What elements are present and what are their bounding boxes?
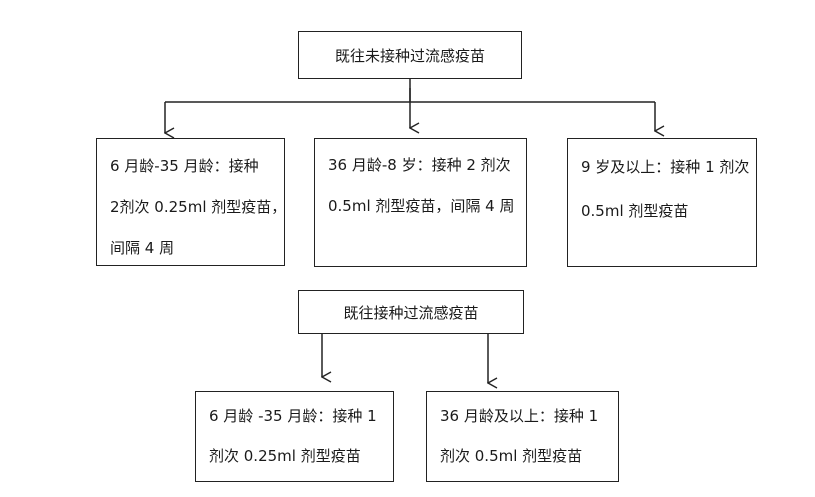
unvaccinated-title-box: 既往未接种过流感疫苗: [298, 31, 522, 79]
unvaccinated-6-35-months-line-3: 间隔 4 周: [110, 239, 175, 257]
unvaccinated-9-years-plus-line-2: 0.5ml 剂型疫苗: [581, 202, 689, 220]
vaccinated-title-box: 既往接种过流感疫苗: [298, 290, 524, 334]
vaccinated-36-months-plus-box: 36 月龄及以上：接种 1 剂次 0.5ml 剂型疫苗: [426, 391, 619, 482]
vaccinated-36-months-plus-line-1: 36 月龄及以上：接种 1: [440, 407, 599, 425]
unvaccinated-6-35-months-box: 6 月龄-35 月龄：接种 2剂次 0.25ml 剂型疫苗， 间隔 4 周: [96, 138, 287, 266]
vaccinated-6-35-months-line-1: 6 月龄 -35 月龄：接种 1: [209, 407, 377, 425]
vaccinated-36-months-plus-line-2: 剂次 0.5ml 剂型疫苗: [440, 447, 583, 465]
unvaccinated-9-years-plus-line-1: 9 岁及以上：接种 1 剂次: [581, 158, 750, 176]
unvaccinated-36-months-8-years-line-1: 36 月龄-8 岁：接种 2 剂次: [328, 156, 511, 174]
vaccinated-6-35-months-box: 6 月龄 -35 月龄：接种 1 剂次 0.25ml 剂型疫苗: [195, 391, 394, 482]
vaccinated-title: 既往接种过流感疫苗: [343, 303, 479, 322]
unvaccinated-9-years-plus-box: 9 岁及以上：接种 1 剂次 0.5ml 剂型疫苗: [567, 138, 757, 267]
unvaccinated-title: 既往未接种过流感疫苗: [334, 46, 485, 65]
unvaccinated-6-35-months-line-1: 6 月龄-35 月龄：接种: [110, 157, 259, 175]
vaccinated-6-35-months-line-2: 剂次 0.25ml 剂型疫苗: [209, 447, 361, 465]
unvaccinated-6-35-months-line-2: 2剂次 0.25ml 剂型疫苗，: [110, 198, 287, 216]
unvaccinated-36-months-8-years-box: 36 月龄-8 岁：接种 2 剂次 0.5ml 剂型疫苗，间隔 4 周: [314, 138, 527, 267]
unvaccinated-36-months-8-years-line-2: 0.5ml 剂型疫苗，间隔 4 周: [328, 197, 515, 215]
